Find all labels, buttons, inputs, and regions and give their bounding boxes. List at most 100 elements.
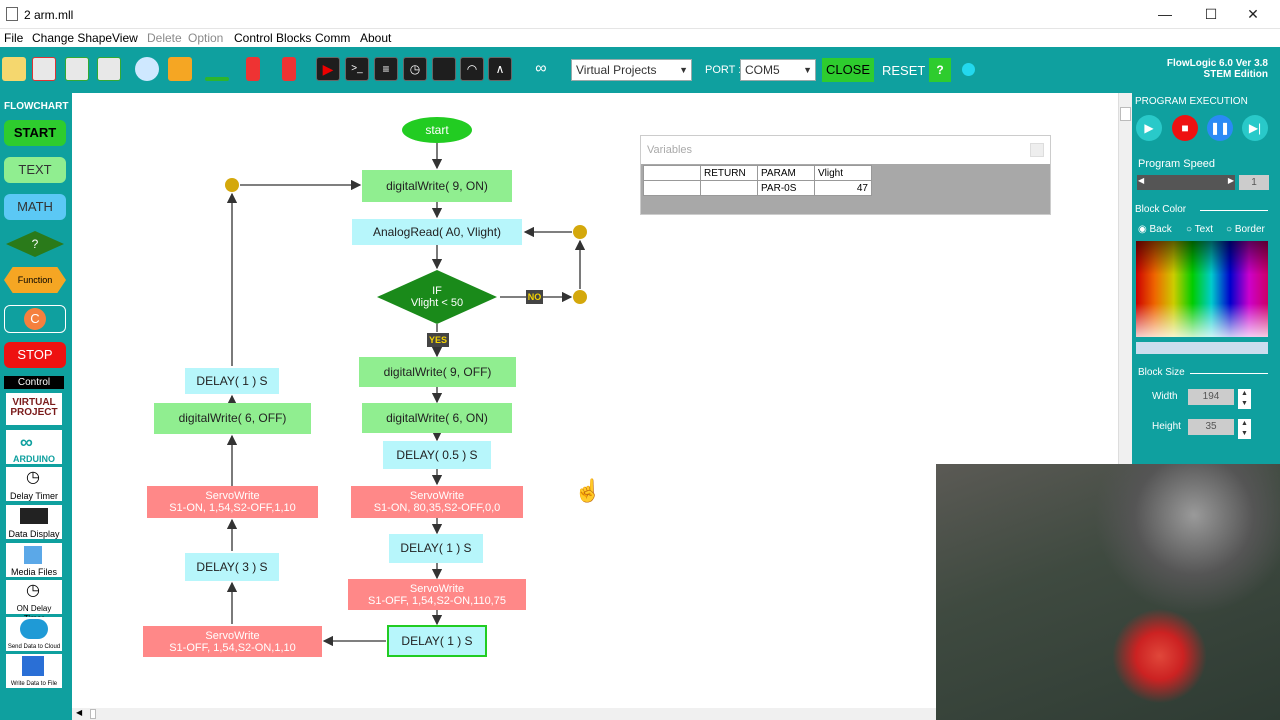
port-select[interactable]: COM5 ▼ <box>740 59 816 81</box>
save-file-icon[interactable] <box>65 57 89 81</box>
servowrite-block-4[interactable]: ServoWrite S1-ON, 1,54,S2-OFF,1,10 <box>147 486 318 518</box>
servo-params: S1-ON, 80,35,S2-OFF,0,0 <box>373 502 501 514</box>
list-icon[interactable]: ≡ <box>374 57 398 81</box>
math-block-button[interactable]: MATH <box>4 194 66 220</box>
digitalwrite-9-off-block[interactable]: digitalWrite( 9, OFF) <box>359 357 516 387</box>
delay-timer-button[interactable]: ◷ Delay Timer <box>6 467 62 501</box>
help-button[interactable]: ? <box>929 58 951 82</box>
height-input[interactable]: 35 <box>1188 419 1234 435</box>
speed-value[interactable]: 1 <box>1239 175 1269 190</box>
virtual-project-label-2: PROJECT <box>10 407 58 418</box>
speed-slider[interactable]: ◀ ▶ <box>1137 175 1235 190</box>
timer-icon[interactable]: ◷ <box>403 57 427 81</box>
menu-control-blocks[interactable]: Control Blocks <box>234 31 312 45</box>
digitalwrite-9-on-block[interactable]: digitalWrite( 9, ON) <box>362 170 512 202</box>
pause-icon[interactable]: ❚❚ <box>1207 115 1233 141</box>
start-block-button[interactable]: START <box>4 120 66 146</box>
save-as-icon[interactable] <box>97 57 121 81</box>
horizontal-scrollbar[interactable]: ◀ <box>72 708 936 720</box>
run-icon[interactable]: ▶ <box>316 57 340 81</box>
brand-edition: STEM Edition <box>1203 69 1268 80</box>
scroll-thumb[interactable] <box>1120 107 1131 121</box>
width-input[interactable]: 194 <box>1188 389 1234 405</box>
stop-icon[interactable]: ■ <box>1172 115 1198 141</box>
graph-icon[interactable]: ∧ <box>488 57 512 81</box>
close-port-button[interactable]: CLOSE <box>822 58 874 82</box>
minimize-button[interactable]: — <box>1158 6 1172 22</box>
menu-view[interactable]: View <box>112 31 138 45</box>
digitalwrite-6-off-block[interactable]: digitalWrite( 6, OFF) <box>154 403 311 434</box>
connector-node[interactable] <box>225 178 239 192</box>
virtual-project-button[interactable]: VIRTUAL PROJECT <box>6 393 62 425</box>
delay-3-block[interactable]: DELAY( 3 ) S <box>185 553 279 581</box>
servo-params: S1-OFF, 1,54,S2-ON,1,10 <box>169 641 296 654</box>
brand-version: FlowLogic 6.0 Ver 3.8 <box>1166 58 1268 69</box>
reset-button[interactable]: RESET <box>882 63 926 78</box>
open-file-icon[interactable] <box>32 57 56 81</box>
infinity-icon[interactable]: ∞ <box>535 60 547 77</box>
start-block[interactable]: start <box>402 117 472 143</box>
write-file-label: Write Data to File <box>10 681 58 687</box>
servowrite-block-2[interactable]: ServoWrite S1-OFF, 1,54,S2-ON,110,75 <box>348 579 526 610</box>
height-stepper[interactable]: ▲▼ <box>1238 419 1251 439</box>
delete-line-icon[interactable] <box>246 57 260 81</box>
block-size-title: Block Size <box>1138 367 1185 378</box>
gauge-icon[interactable]: ◠ <box>460 57 484 81</box>
servowrite-block-3[interactable]: ServoWrite S1-OFF, 1,54,S2-ON,1,10 <box>143 626 322 657</box>
radio-border[interactable]: ○ Border <box>1226 224 1265 235</box>
chevron-left-icon[interactable]: ◀ <box>76 708 83 717</box>
draw-line-icon[interactable] <box>205 77 229 81</box>
menu-file[interactable]: File <box>4 31 24 45</box>
stop-block-button[interactable]: STOP <box>4 342 66 368</box>
width-stepper[interactable]: ▲▼ <box>1238 389 1251 409</box>
delay-timer-label: Delay Timer <box>9 491 58 501</box>
display-icon[interactable] <box>432 57 456 81</box>
search-icon[interactable] <box>135 57 159 81</box>
delay-0-5-block[interactable]: DELAY( 0.5 ) S <box>383 441 491 469</box>
menu-comm[interactable]: Comm <box>315 31 351 45</box>
digitalwrite-6-on-block[interactable]: digitalWrite( 6, ON) <box>362 403 512 433</box>
custom-color-bar[interactable] <box>1136 342 1268 354</box>
media-files-button[interactable]: Media Files <box>6 543 62 577</box>
function-block-button[interactable]: Function <box>4 267 66 293</box>
menu-change-shape[interactable]: Change Shape <box>32 31 113 45</box>
analogread-block[interactable]: AnalogRead( A0, Vlight) <box>352 219 522 245</box>
write-file-button[interactable]: Write Data to File <box>6 654 62 688</box>
variables-close-icon[interactable] <box>1030 143 1044 157</box>
play-icon[interactable]: ▶ <box>1136 115 1162 141</box>
text-block-button[interactable]: TEXT <box>4 157 66 183</box>
servowrite-block-1[interactable]: ServoWrite S1-ON, 80,35,S2-OFF,0,0 <box>351 486 523 518</box>
step-icon[interactable]: ▶| <box>1242 115 1268 141</box>
chevron-left-icon[interactable]: ◀ <box>1138 176 1145 185</box>
menu-option[interactable]: Option <box>188 31 224 45</box>
terminal-icon[interactable]: >_ <box>345 57 369 81</box>
variables-window[interactable]: Variables RETURN PARAM Vlight PAR-0S 47 <box>640 135 1051 215</box>
connector-node[interactable] <box>573 290 587 304</box>
maximize-button[interactable]: ☐ <box>1204 6 1218 22</box>
data-display-button[interactable]: Data Display <box>6 505 62 539</box>
new-file-icon[interactable] <box>2 57 26 81</box>
media-icon <box>24 546 42 564</box>
pointer-icon[interactable] <box>168 57 192 81</box>
c-code-block-button[interactable]: C <box>4 305 66 333</box>
delay-1-block-a[interactable]: DELAY( 1 ) S <box>389 534 483 563</box>
menu-delete[interactable]: Delete <box>147 31 182 45</box>
connector-node[interactable] <box>573 225 587 239</box>
delay-1-block-c[interactable]: DELAY( 1 ) S <box>185 368 279 394</box>
chevron-right-icon[interactable]: ▶ <box>1227 176 1234 185</box>
delay-1-block-b[interactable]: DELAY( 1 ) S <box>387 625 487 657</box>
color-palette[interactable] <box>1136 241 1268 337</box>
close-window-button[interactable]: ✕ <box>1247 6 1259 22</box>
arduino-button[interactable]: ∞ ARDUINO <box>6 430 62 464</box>
delete-block-icon[interactable] <box>282 57 296 81</box>
width-label: Width <box>1152 391 1178 402</box>
radio-text[interactable]: ○ Text <box>1186 224 1213 235</box>
send-cloud-button[interactable]: Send Data to Cloud <box>6 617 62 651</box>
on-timer-icon: ◷ <box>26 582 40 599</box>
window-title: 2 arm.mll <box>24 8 74 22</box>
scroll-thumb[interactable] <box>90 709 96 719</box>
project-select[interactable]: Virtual Projects ▼ <box>571 59 692 81</box>
menu-about[interactable]: About <box>360 31 392 45</box>
radio-back[interactable]: ◉ Back <box>1138 224 1172 235</box>
